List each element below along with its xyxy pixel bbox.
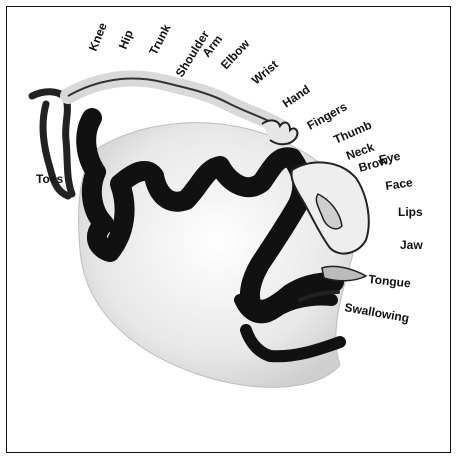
label-tongue: Tongue xyxy=(368,272,412,290)
label-swallowing: Swallowing xyxy=(343,300,410,325)
label-hand: Hand xyxy=(280,82,313,110)
label-trunk: Trunk xyxy=(146,22,173,58)
label-toes: Toes xyxy=(36,172,63,186)
homunculus-tongue xyxy=(322,266,366,280)
label-fingers: Fingers xyxy=(305,99,350,132)
label-face: Face xyxy=(384,175,413,193)
label-eye: Eye xyxy=(378,149,402,167)
label-lips: Lips xyxy=(398,205,423,219)
label-wrist: Wrist xyxy=(249,57,281,87)
label-knee: Knee xyxy=(86,20,110,53)
label-hip: Hip xyxy=(116,28,136,51)
label-jaw: Jaw xyxy=(400,238,423,252)
